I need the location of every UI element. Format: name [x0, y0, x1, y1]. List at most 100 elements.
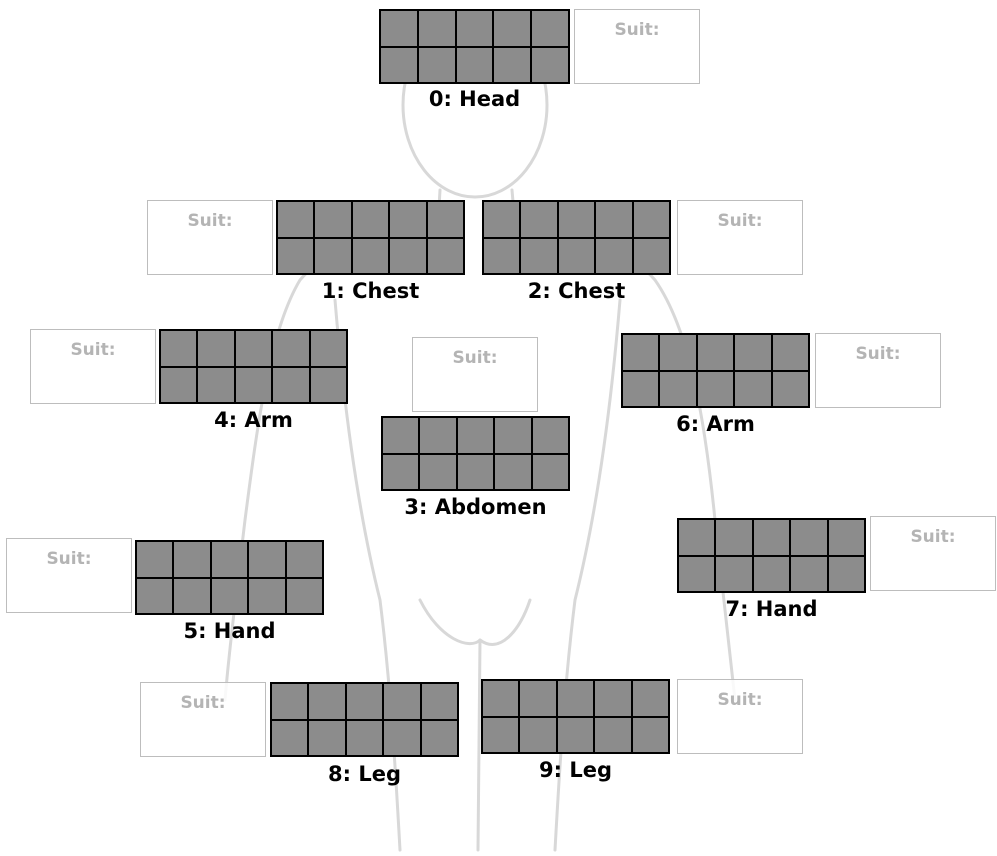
slot-cell[interactable]: [494, 48, 530, 83]
slot-cell[interactable]: [161, 368, 196, 403]
slot-cell[interactable]: [595, 681, 630, 716]
slot-cell[interactable]: [420, 418, 455, 453]
slot-cell[interactable]: [483, 681, 518, 716]
slot-cell[interactable]: [309, 684, 344, 719]
slot-cell[interactable]: [698, 335, 733, 370]
slot-cell[interactable]: [384, 684, 419, 719]
slot-cell[interactable]: [458, 455, 493, 490]
slot-cell[interactable]: [457, 48, 493, 83]
slot-cell[interactable]: [754, 557, 789, 592]
slot-cell[interactable]: [458, 418, 493, 453]
slot-cell[interactable]: [419, 48, 455, 83]
slot-cell[interactable]: [390, 239, 425, 274]
slot-cell[interactable]: [381, 48, 417, 83]
slot-cell[interactable]: [287, 579, 322, 614]
slot-cell[interactable]: [315, 239, 350, 274]
slot-cell[interactable]: [679, 557, 714, 592]
slot-grid-arm-4[interactable]: [159, 329, 348, 404]
slot-cell[interactable]: [428, 239, 463, 274]
slot-cell[interactable]: [278, 239, 313, 274]
slot-cell[interactable]: [422, 684, 457, 719]
slot-cell[interactable]: [633, 718, 668, 753]
slot-cell[interactable]: [532, 48, 568, 83]
slot-cell[interactable]: [236, 368, 271, 403]
slot-cell[interactable]: [679, 520, 714, 555]
slot-cell[interactable]: [596, 239, 631, 274]
slot-cell[interactable]: [520, 718, 555, 753]
slot-cell[interactable]: [278, 202, 313, 237]
slot-cell[interactable]: [716, 557, 751, 592]
slot-cell[interactable]: [533, 418, 568, 453]
suit-field-leg-9[interactable]: Suit:: [677, 679, 803, 754]
slot-cell[interactable]: [137, 542, 172, 577]
slot-cell[interactable]: [559, 202, 594, 237]
slot-cell[interactable]: [347, 721, 382, 756]
slot-cell[interactable]: [161, 331, 196, 366]
slot-cell[interactable]: [634, 202, 669, 237]
slot-grid-hand-5[interactable]: [135, 540, 324, 615]
slot-cell[interactable]: [773, 335, 808, 370]
slot-cell[interactable]: [212, 579, 247, 614]
slot-cell[interactable]: [829, 557, 864, 592]
slot-cell[interactable]: [198, 331, 233, 366]
slot-cell[interactable]: [791, 557, 826, 592]
slot-cell[interactable]: [273, 331, 308, 366]
slot-cell[interactable]: [698, 372, 733, 407]
slot-grid-chest-2[interactable]: [482, 200, 671, 275]
slot-cell[interactable]: [420, 455, 455, 490]
slot-cell[interactable]: [309, 721, 344, 756]
suit-field-hand-5[interactable]: Suit:: [6, 538, 132, 613]
suit-field-head[interactable]: Suit:: [574, 9, 700, 84]
suit-field-arm-6[interactable]: Suit:: [815, 333, 941, 408]
suit-field-arm-4[interactable]: Suit:: [30, 329, 156, 404]
slot-cell[interactable]: [174, 579, 209, 614]
slot-cell[interactable]: [311, 368, 346, 403]
slot-cell[interactable]: [198, 368, 233, 403]
slot-cell[interactable]: [272, 721, 307, 756]
slot-cell[interactable]: [595, 718, 630, 753]
slot-cell[interactable]: [829, 520, 864, 555]
slot-cell[interactable]: [521, 239, 556, 274]
slot-grid-arm-6[interactable]: [621, 333, 810, 408]
suit-field-chest-2[interactable]: Suit:: [677, 200, 803, 275]
slot-cell[interactable]: [558, 718, 593, 753]
slot-cell[interactable]: [381, 11, 417, 46]
slot-cell[interactable]: [754, 520, 789, 555]
slot-cell[interactable]: [273, 368, 308, 403]
slot-cell[interactable]: [633, 681, 668, 716]
slot-cell[interactable]: [484, 239, 519, 274]
slot-cell[interactable]: [484, 202, 519, 237]
slot-grid-head[interactable]: [379, 9, 570, 84]
slot-cell[interactable]: [735, 335, 770, 370]
slot-grid-leg-8[interactable]: [270, 682, 459, 757]
slot-cell[interactable]: [287, 542, 322, 577]
slot-cell[interactable]: [483, 718, 518, 753]
slot-cell[interactable]: [353, 202, 388, 237]
slot-cell[interactable]: [311, 331, 346, 366]
suit-field-abdomen[interactable]: Suit:: [412, 337, 538, 412]
slot-cell[interactable]: [521, 202, 556, 237]
slot-cell[interactable]: [495, 418, 530, 453]
slot-cell[interactable]: [457, 11, 493, 46]
slot-cell[interactable]: [623, 335, 658, 370]
slot-cell[interactable]: [384, 721, 419, 756]
slot-cell[interactable]: [634, 239, 669, 274]
slot-cell[interactable]: [272, 684, 307, 719]
slot-cell[interactable]: [383, 418, 418, 453]
slot-cell[interactable]: [660, 372, 695, 407]
suit-field-leg-8[interactable]: Suit:: [140, 682, 266, 757]
slot-cell[interactable]: [559, 239, 594, 274]
slot-cell[interactable]: [212, 542, 247, 577]
slot-cell[interactable]: [495, 455, 530, 490]
slot-cell[interactable]: [520, 681, 555, 716]
slot-cell[interactable]: [428, 202, 463, 237]
slot-cell[interactable]: [347, 684, 382, 719]
slot-grid-chest-1[interactable]: [276, 200, 465, 275]
slot-cell[interactable]: [773, 372, 808, 407]
slot-cell[interactable]: [249, 542, 284, 577]
slot-cell[interactable]: [236, 331, 271, 366]
slot-cell[interactable]: [353, 239, 388, 274]
slot-cell[interactable]: [494, 11, 530, 46]
slot-cell[interactable]: [390, 202, 425, 237]
slot-cell[interactable]: [137, 579, 172, 614]
